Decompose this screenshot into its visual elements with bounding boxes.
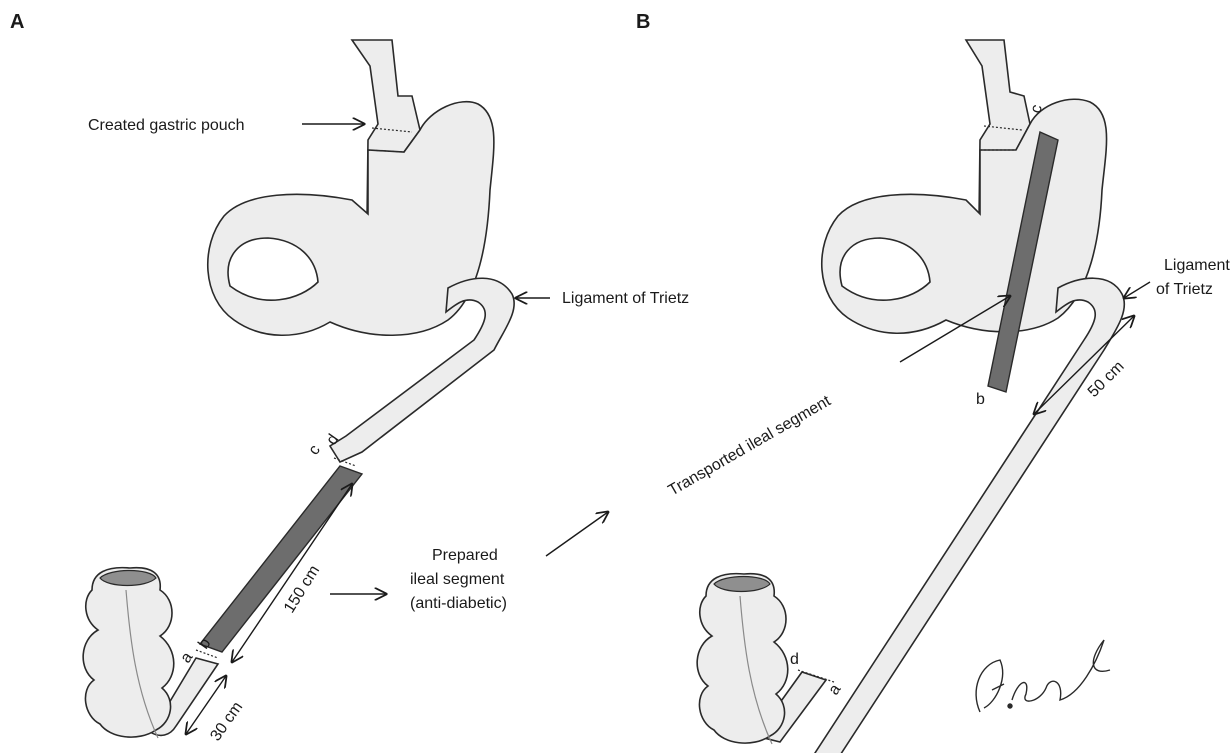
- ligament-label-a: Ligament of Trietz: [562, 290, 689, 307]
- prepared-label-1: Prepared: [432, 547, 498, 564]
- length-150-label: 150 cm: [281, 563, 323, 617]
- gastric-pouch-label: Created gastric pouch: [88, 117, 245, 134]
- transported-label: Transported ileal segment: [666, 392, 835, 499]
- panel-b: [697, 40, 1124, 753]
- ligament-label-b-1: Ligament: [1164, 257, 1230, 274]
- ligament-arrow-b: [1124, 282, 1150, 298]
- cecum-b: [697, 574, 788, 743]
- ligament-label-b-2: of Trietz: [1156, 281, 1213, 298]
- panel-b-label: B: [636, 11, 650, 33]
- length-30-label: 30 cm: [207, 699, 246, 744]
- prepared-label-3: (anti-diabetic): [410, 595, 507, 612]
- cecum-top-a: [100, 571, 156, 586]
- mark-b-b: b: [976, 391, 985, 408]
- panel-a: [83, 40, 514, 738]
- prepared-label-2: ileal segment: [410, 571, 505, 588]
- mark-a-b: a: [825, 681, 844, 698]
- cecum-top-b: [714, 577, 770, 592]
- artist-signature: [976, 640, 1110, 712]
- mark-c-b: c: [1027, 103, 1045, 115]
- jejunum-b: [800, 278, 1124, 753]
- panel-a-label: A: [10, 11, 24, 33]
- mark-c-a: c: [305, 442, 324, 458]
- mark-d-b: d: [790, 651, 799, 668]
- cecum-a: [83, 568, 174, 737]
- length-150-arrow: [232, 484, 352, 662]
- ileal-segment-a: [200, 466, 362, 652]
- prepared-to-transported-arrow: [546, 512, 608, 556]
